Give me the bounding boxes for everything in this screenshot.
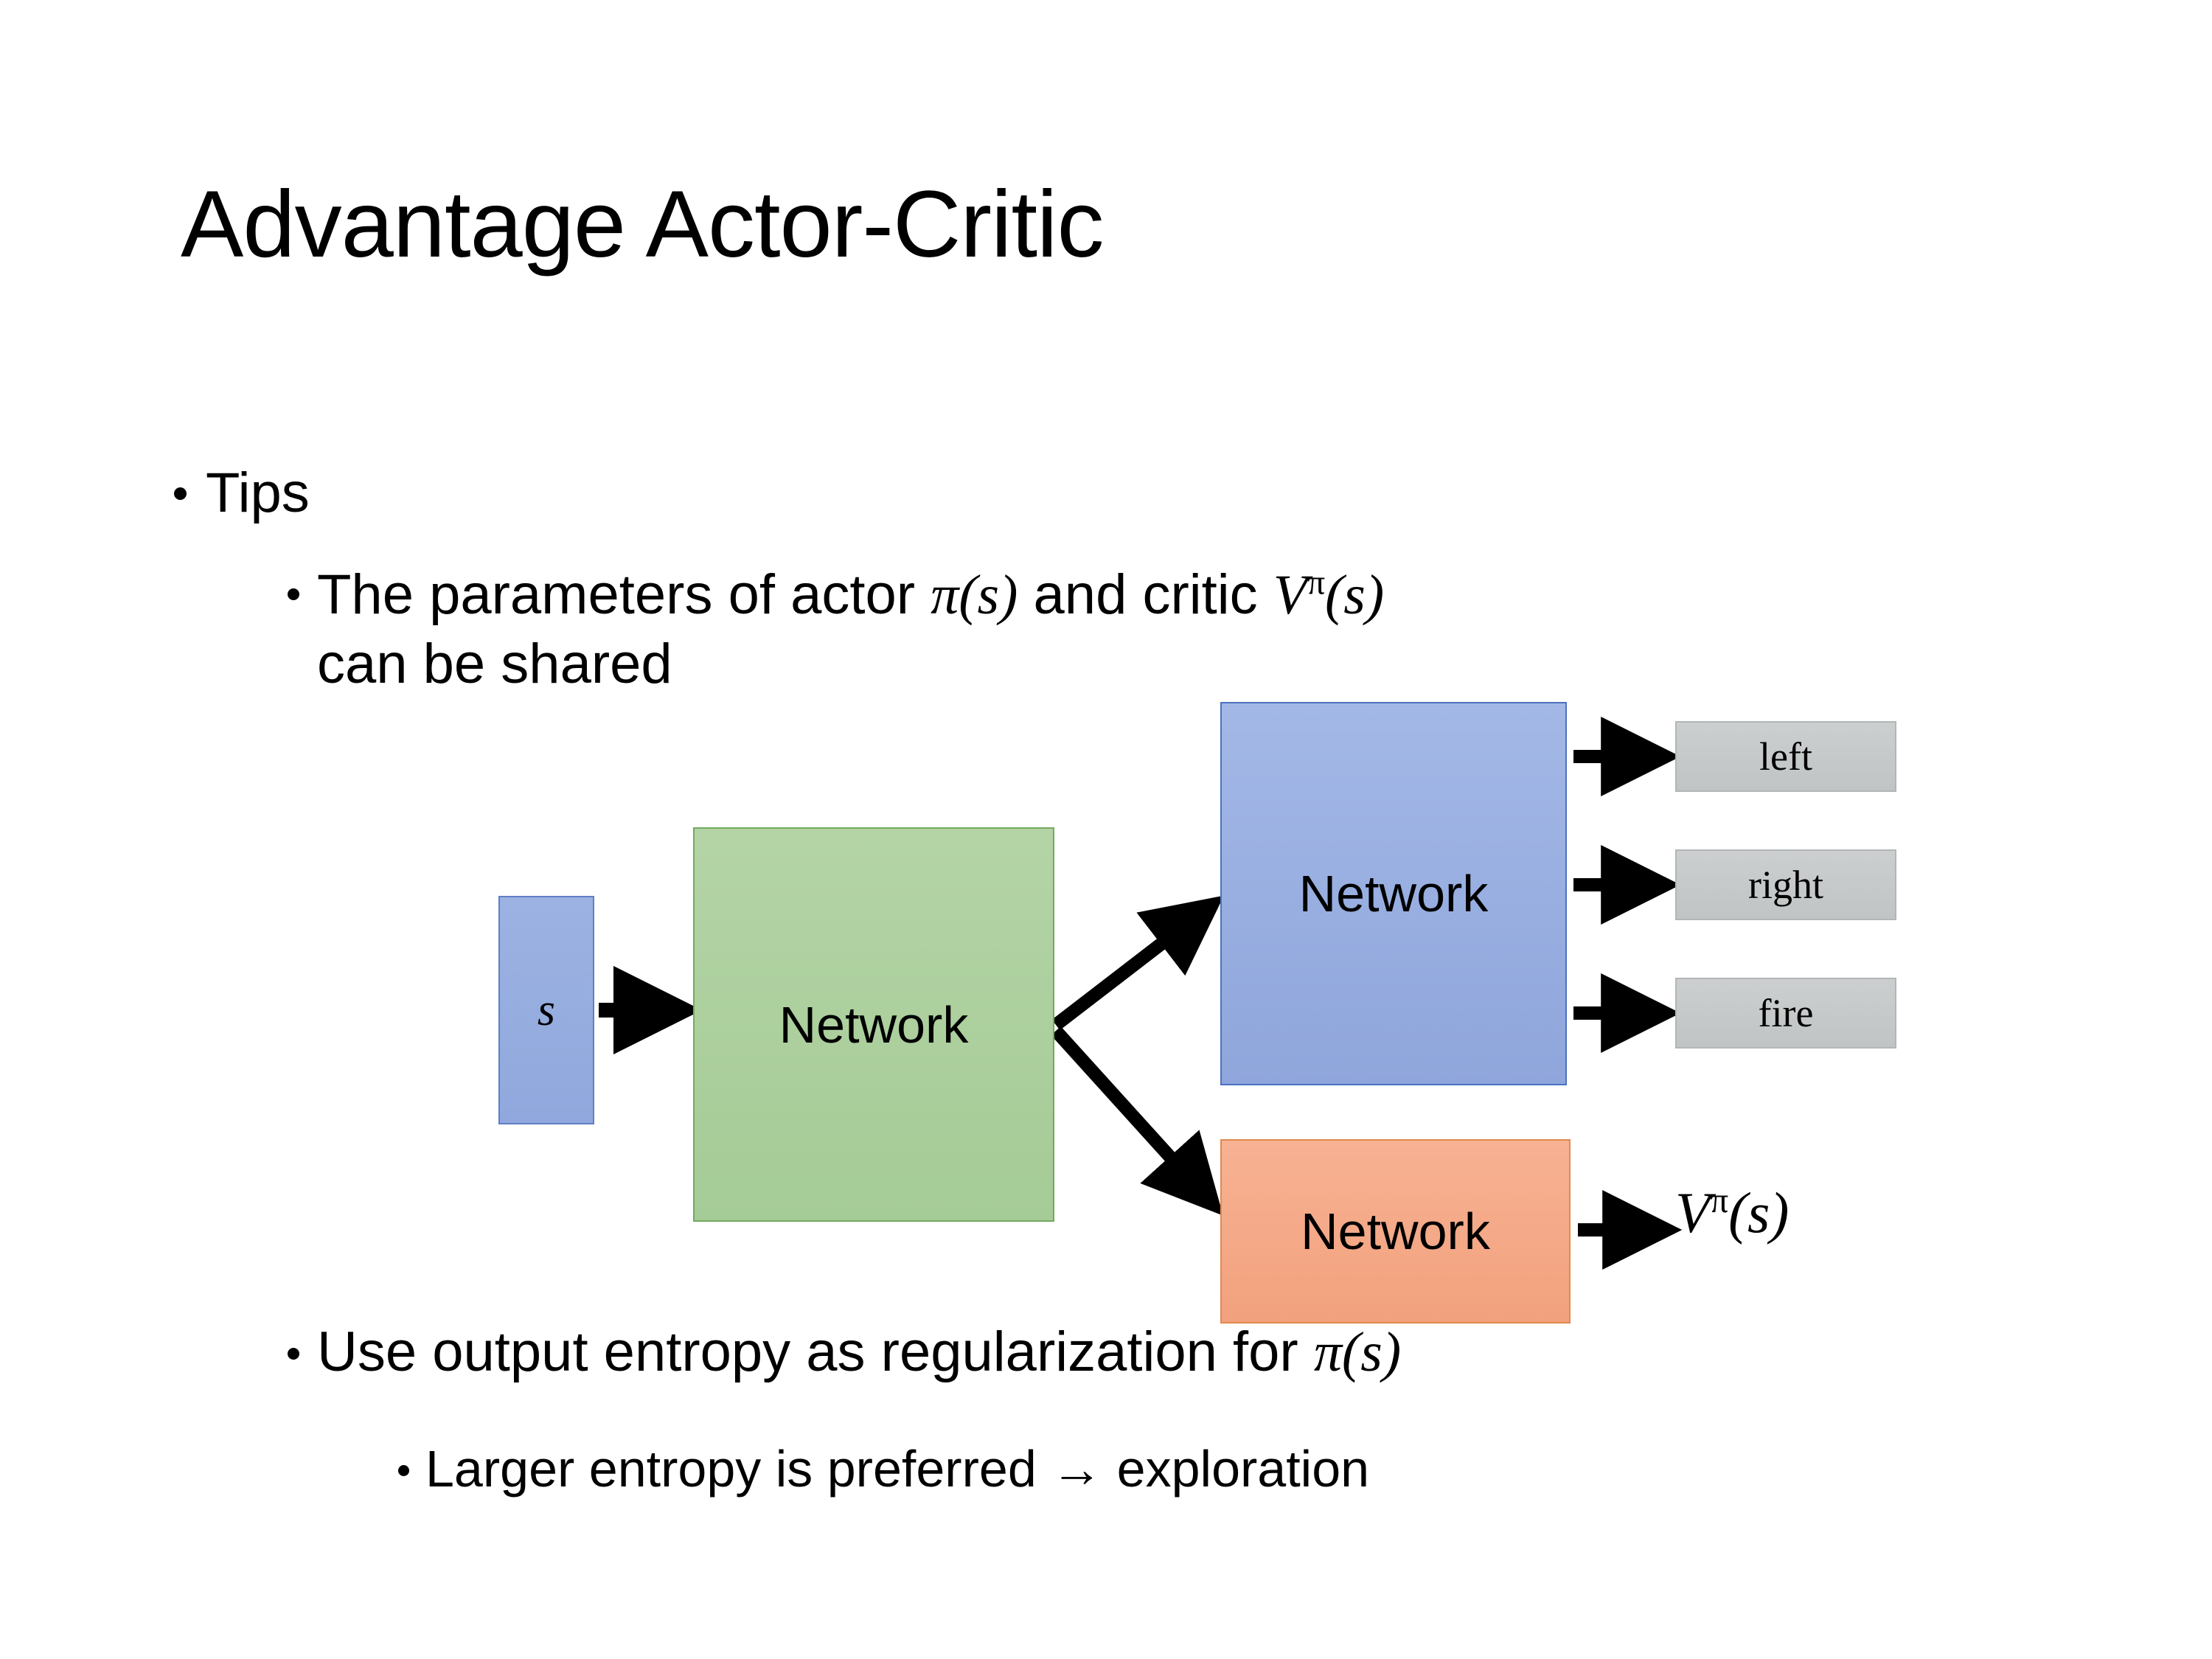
arrow-shared-to-actor <box>1051 895 1224 1031</box>
action-output-label: left <box>1759 734 1812 779</box>
bullet-larger-entropy: Larger entropy is preferred → exploratio… <box>398 1439 1369 1498</box>
diagram-critic-network-label: Network <box>1301 1203 1490 1260</box>
diagram-actor-network-box: Network <box>1220 702 1567 1085</box>
params-text-after: can be shared <box>317 633 672 696</box>
page-title: Advantage Actor-Critic <box>181 172 1104 277</box>
bullet-dot-icon <box>174 487 187 500</box>
bullet-entropy-regularization: Use output entropy as regularization for… <box>288 1320 1401 1385</box>
bullet-entropy-text: Use output entropy as regularization for… <box>317 1320 1401 1385</box>
bullet-tips: Tips <box>174 461 310 525</box>
params-text-before: The parameters of actor <box>317 563 931 626</box>
diagram-input-state-label: s <box>537 984 556 1035</box>
action-output-label: fire <box>1758 991 1814 1035</box>
math-pi-of-s: π(s) <box>931 564 1018 626</box>
bullet-tips-label: Tips <box>206 462 310 524</box>
bullet-shared-params-text: The parameters of actor π(s) and critic … <box>317 560 1384 699</box>
math-v-superscript-pi: π <box>1307 563 1325 602</box>
diagram-critic-network-box: Network <box>1220 1139 1571 1324</box>
math-pi-of-s: π(s) <box>1313 1321 1402 1383</box>
bullet-shared-params: The parameters of actor π(s) and critic … <box>288 560 1600 699</box>
diagram-value-output-label: Vπ(s) <box>1675 1180 1789 1246</box>
diagram-shared-network-label: Network <box>779 995 969 1054</box>
action-output-label: right <box>1748 863 1823 907</box>
value-base: V <box>1675 1180 1711 1245</box>
diagram-shared-network-box: Network <box>693 827 1054 1222</box>
math-v-base: V <box>1273 564 1308 626</box>
math-v-pi-of-s: Vπ(s) <box>1273 564 1384 626</box>
diagram-action-output-left: left <box>1675 721 1896 792</box>
bullet-dot-icon <box>398 1465 409 1476</box>
diagram-input-state-box: s <box>498 896 594 1124</box>
math-v-argument: (s) <box>1325 564 1385 626</box>
diagram-action-output-fire: fire <box>1675 978 1896 1048</box>
entropy-text-before: Use output entropy as regularization for <box>317 1321 1314 1383</box>
params-text-middle: and critic <box>1018 563 1273 626</box>
bullet-dot-icon <box>288 588 299 600</box>
bullet-dot-icon <box>288 1348 299 1360</box>
arrow-shared-to-critic <box>1051 1026 1223 1216</box>
diagram-actor-network-label: Network <box>1298 865 1489 922</box>
diagram-action-output-right: right <box>1675 849 1896 920</box>
value-superscript-pi: π <box>1710 1181 1729 1220</box>
value-argument: (s) <box>1728 1180 1790 1245</box>
bullet-larger-entropy-label: Larger entropy is preferred → exploratio… <box>425 1440 1370 1498</box>
